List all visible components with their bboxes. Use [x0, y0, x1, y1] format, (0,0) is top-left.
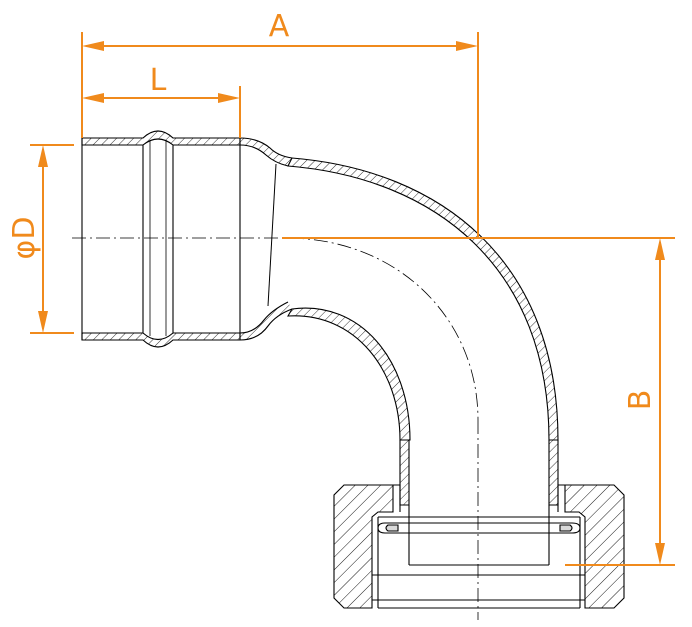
dimension-d: [38, 145, 48, 333]
socket-bottom-wall: [81, 332, 241, 348]
union-nut: [333, 484, 625, 609]
dimension-l: [82, 93, 240, 103]
label-b: B: [623, 390, 658, 411]
socket-top-wall: [81, 130, 241, 146]
label-l: L: [150, 63, 167, 98]
dimension-b: [655, 238, 665, 565]
nut-right-section: [564, 484, 625, 609]
label-d: φD: [7, 217, 42, 260]
dimension-a: [82, 41, 478, 51]
seal-ring: [377, 516, 581, 534]
elbow-body: [81, 130, 559, 566]
dimensions: [30, 32, 675, 566]
inner-bend-wall: [287, 307, 411, 441]
center-lines: [72, 237, 479, 620]
bend-center-line: [289, 237, 479, 421]
label-a: A: [269, 9, 290, 44]
nut-left-section: [333, 484, 394, 609]
outer-bend-wall: [287, 157, 559, 441]
